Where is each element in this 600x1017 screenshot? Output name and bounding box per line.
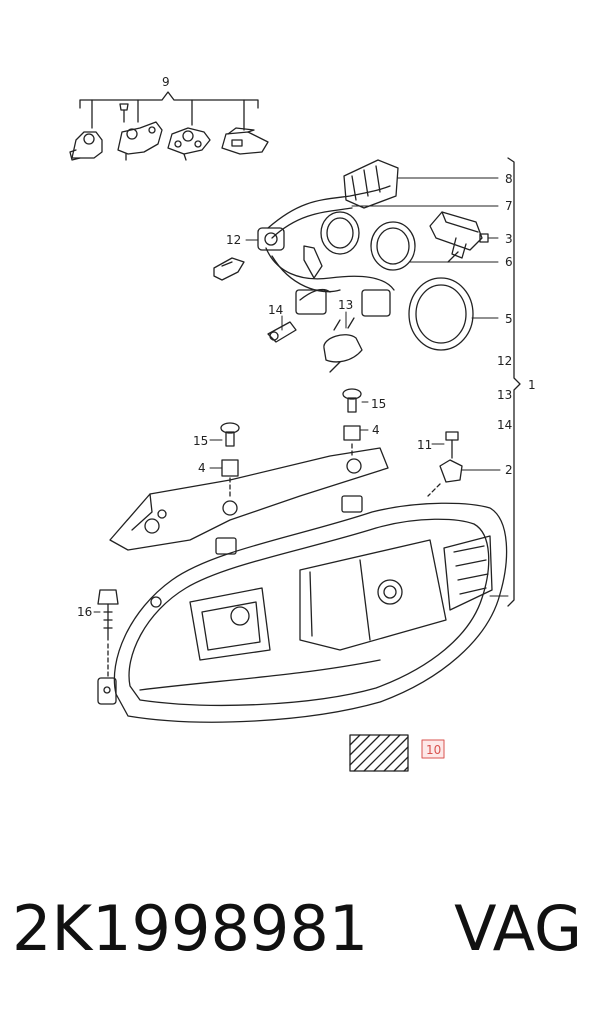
callout-3: 3 (505, 232, 513, 246)
screw-16 (97, 589, 119, 677)
wiring-harness (213, 159, 399, 317)
callout-15-right: 15 (371, 397, 386, 411)
callout-13-part: 13 (338, 298, 353, 312)
callout-5: 5 (505, 312, 513, 326)
fasteners-top (220, 388, 463, 497)
bracket-set-9 (69, 91, 269, 161)
callout-1: 1 (528, 378, 536, 392)
headlight-housing (97, 495, 508, 723)
headlight-exploded-diagram: 9 8 7 3 6 5 12 14 13 12 13 1 14 15 4 15 … (69, 75, 536, 772)
callout-9: 9 (162, 75, 170, 89)
callout-12-list: 12 (497, 354, 512, 368)
callout-8: 8 (505, 172, 513, 186)
callout-2: 2 (505, 463, 513, 477)
callout-15-left: 15 (193, 434, 208, 448)
part-caption: 2K1998981 VAG (0, 880, 600, 990)
callout-11: 11 (417, 438, 432, 452)
callout-10: 10 (426, 743, 441, 757)
brand-name: VAG (454, 892, 582, 965)
assembly-bracket-1 (507, 157, 521, 607)
mounting-strip (109, 447, 389, 551)
leveling-actuator (429, 211, 489, 263)
callout-13-list: 13 (497, 388, 512, 402)
bulbs (267, 317, 363, 373)
seal-rings (320, 211, 474, 351)
label-sticker-10 (349, 734, 445, 772)
leader-lines (93, 177, 509, 613)
callout-4-left: 4 (198, 461, 206, 475)
callout-14-list: 14 (497, 418, 512, 432)
callout-14-part: 14 (268, 303, 283, 317)
callout-7: 7 (505, 199, 513, 213)
callout-12-part: 12 (226, 233, 241, 247)
callout-6: 6 (505, 255, 513, 269)
part-number: 2K1998981 (12, 892, 369, 965)
callout-16: 16 (77, 605, 92, 619)
callout-labels: 9 8 7 3 6 5 12 14 13 12 13 1 14 15 4 15 … (77, 75, 536, 757)
callout-4-right: 4 (372, 423, 380, 437)
